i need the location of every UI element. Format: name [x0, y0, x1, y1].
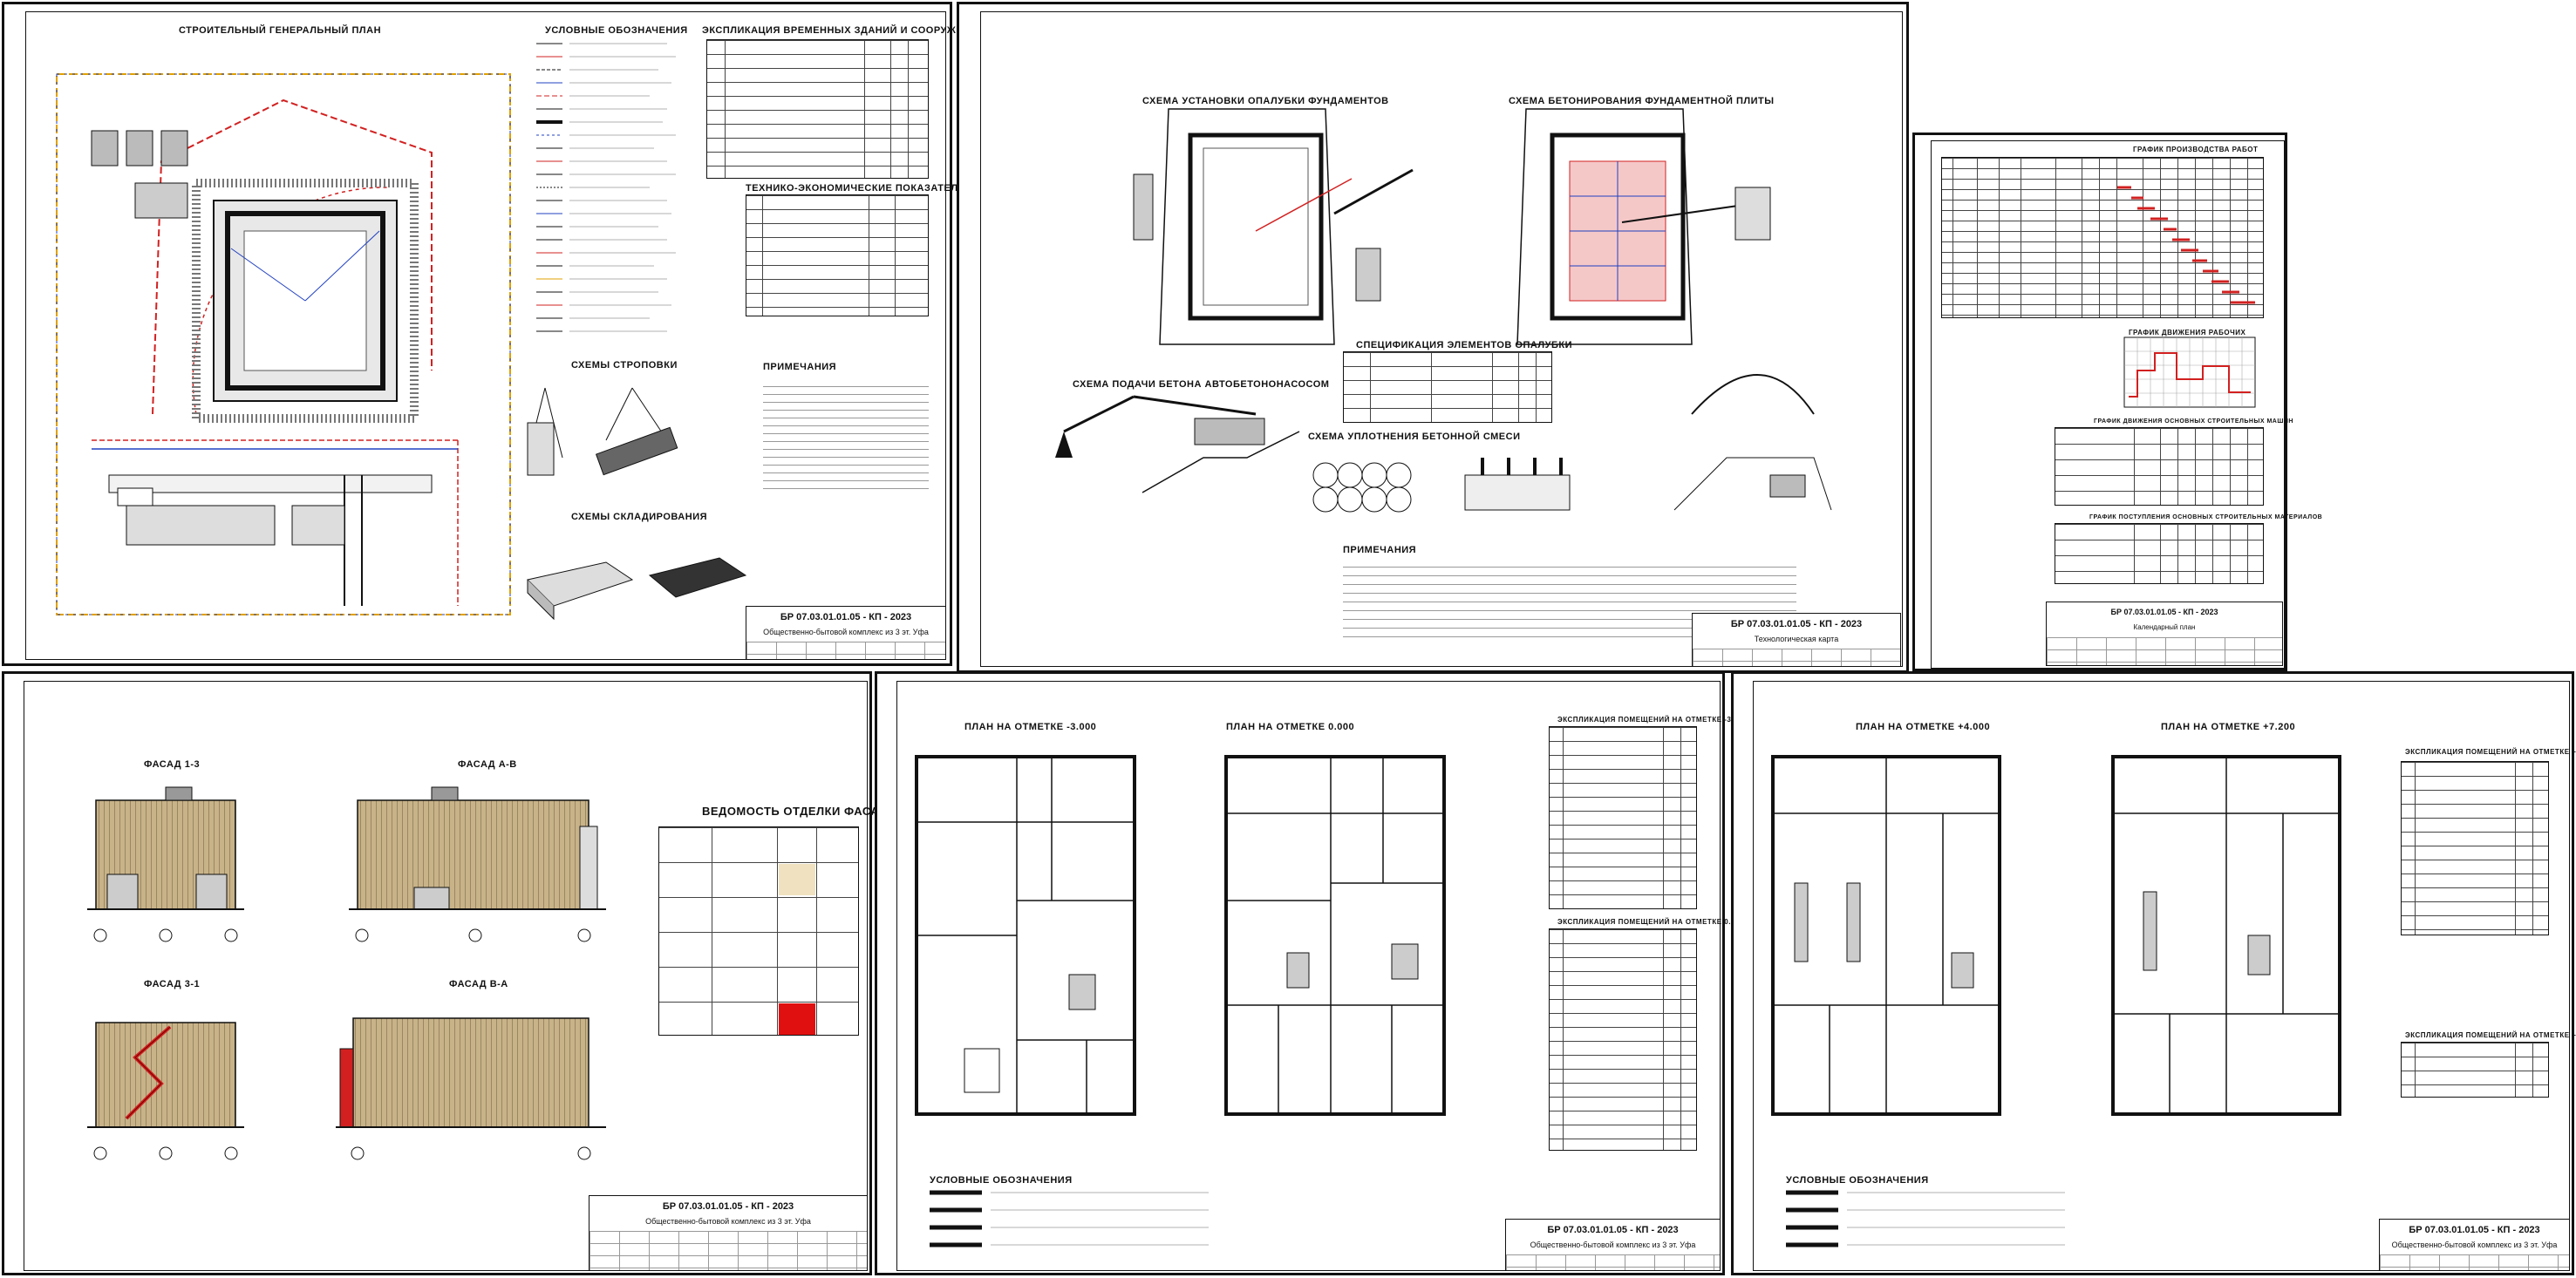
ved-table [658, 826, 859, 1036]
title-p1: ПЛАН НА ОТМЕТКЕ -3.000 [964, 722, 1097, 732]
title-strop: СХЕМЫ СТРОПОВКИ [571, 360, 678, 370]
title-pump: СХЕМА ПОДАЧИ БЕТОНА АВТОБЕТОНОНАСОСОМ [1073, 379, 1330, 390]
title-s2: СХЕМА БЕТОНИРОВАНИЯ ФУНДАМЕНТНОЙ ПЛИТЫ [1509, 96, 1775, 106]
expl-table [706, 39, 929, 179]
title-f31: ФАСАД 3-1 [144, 979, 201, 989]
sheet-frame [896, 681, 1721, 1271]
sheet-facades: ФАСАД 1-3 ФАСАД А-В ФАСАД 3-1 ФАСАД В-А … [2, 671, 906, 1275]
facades-drawing [87, 786, 606, 1160]
sheet-stroygenplan: СТРОИТЕЛЬНЫЙ ГЕНЕРАЛЬНЫЙ ПЛАН УСЛОВНЫЕ О… [2, 2, 985, 666]
title-p2: ПЛАН НА ОТМЕТКЕ +7.200 [2161, 722, 2296, 732]
sheet-plans1: ПЛАН НА ОТМЕТКЕ -3.000 ПЛАН НА ОТМЕТКЕ 0… [875, 671, 1746, 1275]
stamp-sheet5: БР 07.03.01.01.05 - КП - 2023 Общественн… [1505, 1219, 1721, 1271]
title-main: СТРОИТЕЛЬНЫЙ ГЕНЕРАЛЬНЫЙ ПЛАН [179, 25, 382, 36]
machines-table [2055, 427, 2264, 506]
title-gantt: ГРАФИК ПРОИЗВОДСТВА РАБОТ [2133, 146, 2259, 153]
notes-text [763, 379, 929, 493]
title-legend: УСЛОВНЫЕ ОБОЗНАЧЕНИЯ [930, 1175, 1073, 1186]
title-e1: ЭКСПЛИКАЦИЯ ПОМЕЩЕНИЙ НА ОТМЕТКЕ +4.000 [2405, 748, 2576, 756]
title-p2: ПЛАН НА ОТМЕТКЕ 0.000 [1226, 722, 1355, 732]
title-legend: УСЛОВНЫЕ ОБОЗНАЧЕНИЯ [545, 25, 688, 36]
sheet-technology: СХЕМА УСТАНОВКИ ОПАЛУБКИ ФУНДАМЕНТОВ СХЕ… [957, 2, 1909, 673]
title-materials: ГРАФИК ПОСТУПЛЕНИЯ ОСНОВНЫХ СТРОИТЕЛЬНЫХ… [2089, 514, 2323, 520]
title-expl: ЭКСПЛИКАЦИЯ ВРЕМЕННЫХ ЗДАНИЙ И СООРУЖЕНИ… [702, 25, 985, 36]
sheet-frame [980, 11, 1903, 667]
title-fab: ФАСАД А-В [458, 759, 517, 770]
title-legend: УСЛОВНЫЕ ОБОЗНАЧЕНИЯ [1786, 1175, 1929, 1186]
title-fba: ФАСАД В-А [449, 979, 508, 989]
stamp-sheet6: БР 07.03.01.01.05 - КП - 2023 Общественн… [2379, 1219, 2570, 1271]
stamp-sheet1: БР 07.03.01.01.05 - КП - 2023 Общественн… [746, 606, 946, 660]
schedule-drawing [2117, 186, 2256, 408]
title-e2: ЭКСПЛИКАЦИЯ ПОМЕЩЕНИЙ НА ОТМЕТКЕ 0.000 [1557, 918, 1744, 926]
sheet-frame [24, 681, 868, 1271]
e1-table [2401, 761, 2549, 935]
gantt-table [1941, 157, 2264, 318]
title-e2: ЭКСПЛИКАЦИЯ ПОМЕЩЕНИЙ НА ОТМЕТКЕ +7.200 [2405, 1031, 2576, 1039]
stamp-sheet2: БР 07.03.01.01.05 - КП - 2023 Технологич… [1692, 613, 1901, 667]
spec-table [1343, 351, 1552, 423]
plans2-drawing [1771, 755, 2341, 1247]
sheet-schedule: ГРАФИК ПРОИЗВОДСТВА РАБОТ ГРАФИК ДВИЖЕНИ… [1912, 133, 2322, 671]
title-p1: ПЛАН НА ОТМЕТКЕ +4.000 [1856, 722, 1991, 732]
title-s1: СХЕМА УСТАНОВКИ ОПАЛУБКИ ФУНДАМЕНТОВ [1142, 96, 1389, 106]
title-tep: ТЕХНИКО-ЭКОНОМИЧЕСКИЕ ПОКАЗАТЕЛИ [746, 183, 965, 194]
e1-table [1549, 726, 1697, 909]
title-e1: ЭКСПЛИКАЦИЯ ПОМЕЩЕНИЙ НА ОТМЕТКЕ -3.000 [1557, 716, 1747, 724]
stamp-sheet3: БР 07.03.01.01.05 - КП - 2023 Календарны… [2046, 602, 2283, 666]
title-workers: ГРАФИК ДВИЖЕНИЯ РАБОЧИХ [2129, 329, 2246, 336]
genplan-drawing [56, 43, 747, 621]
sheet-frame [1753, 681, 2570, 1271]
sheet-frame [1931, 140, 2285, 669]
e2-table [1549, 928, 1697, 1151]
title-notes: ПРИМЕЧАНИЯ [763, 362, 837, 372]
materials-table [2055, 523, 2264, 584]
title-notes: ПРИМЕЧАНИЯ [1343, 545, 1417, 555]
tep-table [746, 194, 929, 316]
title-f13: ФАСАД 1-3 [144, 759, 201, 770]
tech-drawing [1055, 108, 1832, 513]
sheet-frame [25, 11, 946, 660]
sheet-plans2: ПЛАН НА ОТМЕТКЕ +4.000 ПЛАН НА ОТМЕТКЕ +… [1731, 671, 2576, 1275]
stamp-sheet4: БР 07.03.01.01.05 - КП - 2023 Общественн… [589, 1195, 868, 1271]
e2-table [2401, 1042, 2549, 1098]
title-compact: СХЕМА УПЛОТНЕНИЯ БЕТОННОЙ СМЕСИ [1308, 432, 1521, 442]
plans1-drawing [915, 755, 1446, 1247]
title-sklad: СХЕМЫ СКЛАДИРОВАНИЯ [571, 512, 708, 522]
title-ved: ВЕДОМОСТЬ ОТДЕЛКИ ФАСАДОВ [702, 805, 907, 818]
title-machines: ГРАФИК ДВИЖЕНИЯ ОСНОВНЫХ СТРОИТЕЛЬНЫХ МА… [2094, 418, 2293, 425]
